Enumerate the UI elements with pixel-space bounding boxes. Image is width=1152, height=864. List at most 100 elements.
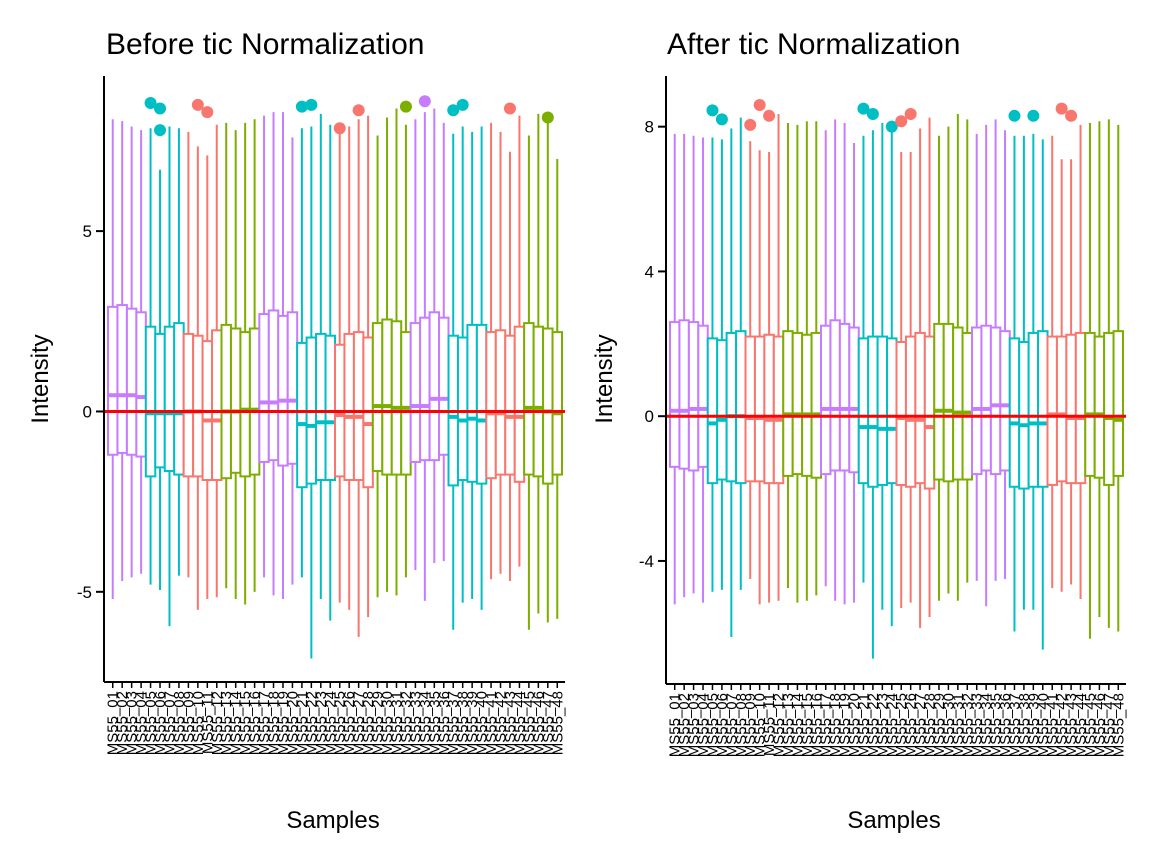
box-MS55_39	[1027, 109, 1040, 610]
box-iqr	[296, 341, 308, 489]
box-MS55_40	[475, 126, 488, 610]
x-tick-label: MS55_44	[511, 691, 528, 755]
x-tick-label: MS55_47	[1101, 693, 1118, 757]
x-tick-label: MS55_28	[360, 691, 377, 755]
x-tick-label: MS55_26	[341, 691, 358, 755]
x-tick-label: MS55_04	[695, 693, 712, 757]
box-iqr	[466, 323, 478, 483]
x-tick-label: MS55_11	[761, 693, 778, 756]
box-iqr	[678, 319, 690, 470]
box-MS55_02	[116, 121, 128, 581]
boxes-after	[669, 98, 1124, 659]
box-MS55_07	[163, 126, 176, 627]
box-MS55_17	[258, 115, 270, 578]
box-MS55_19	[277, 112, 289, 600]
x-tick-label: MS55_12	[771, 693, 788, 757]
x-tick-label: MS55_13	[780, 693, 797, 757]
box-MS55_32	[961, 119, 973, 583]
box-iqr	[999, 330, 1011, 472]
x-tick-label: MS55_18	[266, 691, 283, 755]
box-MS55_08	[173, 128, 185, 576]
box-MS55_07	[725, 128, 738, 637]
y-tick-label: -4	[639, 552, 654, 571]
box-iqr	[154, 332, 166, 469]
x-tick-label: MS55_30	[940, 693, 957, 757]
box-MS55_34	[980, 124, 992, 607]
x-tick-label: MS55_02	[114, 691, 131, 755]
box-MS55_30	[381, 117, 393, 592]
box-iqr	[542, 327, 554, 485]
x-tick-label: MS55_20	[284, 691, 301, 755]
box-MS55_44	[513, 115, 526, 567]
x-tick-label: MS55_31	[950, 693, 967, 757]
x-tick-label: MS55_23	[313, 691, 330, 755]
box-MS55_36	[438, 122, 450, 562]
x-tick-label: MS55_21	[294, 691, 311, 755]
outlier-point	[333, 122, 346, 135]
x-tick-label: MS55_45	[1082, 693, 1099, 757]
x-tick-label: MS55_03	[686, 693, 703, 757]
x-tick-label: MS55_41	[483, 691, 500, 755]
x-tick-label: MS55_35	[988, 693, 1005, 757]
box-MS55_20	[848, 142, 860, 603]
x-tick-label: MS55_29	[370, 691, 387, 755]
outlier-point	[352, 104, 365, 117]
outlier-point	[763, 109, 776, 122]
box-iqr	[438, 316, 450, 456]
box-iqr	[352, 331, 365, 481]
outlier-point	[895, 115, 908, 128]
box-iqr	[687, 321, 700, 472]
x-tick-label: MS55_46	[530, 691, 547, 755]
outlier-point	[1008, 109, 1021, 122]
box-iqr	[248, 327, 261, 476]
box-iqr	[419, 316, 431, 462]
box-MS55_09	[182, 131, 195, 578]
x-tick-label: MS55_36	[436, 691, 453, 755]
x-tick-label: MS55_08	[733, 693, 750, 757]
box-iqr	[267, 309, 280, 462]
box-MS55_20	[286, 137, 299, 585]
box-iqr	[1074, 331, 1087, 485]
box-iqr	[324, 334, 336, 482]
outlier-point	[503, 102, 516, 115]
box-MS55_08	[735, 117, 747, 590]
box-MS55_15	[801, 121, 813, 601]
x-tick-label: MS55_32	[398, 691, 415, 755]
x-tick-label: MS55_02	[676, 693, 693, 757]
box-MS55_28	[362, 115, 374, 618]
box-iqr	[390, 320, 403, 476]
outlier-point	[1065, 109, 1078, 122]
outlier-point	[191, 98, 204, 111]
box-iqr	[716, 339, 728, 481]
box-iqr	[163, 325, 176, 472]
box-MS55_05	[706, 104, 719, 592]
y-tick-label: -5	[77, 583, 92, 602]
outlier-point	[295, 100, 308, 113]
box-MS55_41	[485, 122, 497, 580]
x-tick-label: MS55_42	[493, 691, 510, 755]
box-MS55_26	[904, 108, 917, 603]
outlier-point	[144, 97, 157, 110]
box-iqr	[513, 325, 526, 483]
y-tick-label: 8	[645, 118, 654, 137]
x-tick-label: MS55_31	[388, 691, 405, 755]
box-iqr	[669, 321, 681, 468]
box-iqr	[456, 336, 469, 481]
y-tick-label: 4	[645, 262, 654, 281]
x-tick-label: MS55_01	[667, 693, 684, 757]
x-tick-label: MS55_37	[445, 691, 462, 755]
outlier-point	[447, 104, 460, 117]
box-MS55_25	[895, 115, 908, 608]
x-tick-label: MS55_03	[124, 691, 141, 755]
outlier-point	[715, 113, 728, 126]
chart-title: Before tic Normalization	[106, 28, 424, 61]
outlier-point	[418, 95, 431, 108]
box-MS55_38	[1018, 135, 1030, 610]
box-iqr	[942, 322, 955, 483]
box-MS55_28	[923, 117, 936, 618]
box-MS55_03	[687, 135, 700, 594]
outlier-point	[154, 124, 167, 137]
box-iqr	[867, 335, 879, 488]
